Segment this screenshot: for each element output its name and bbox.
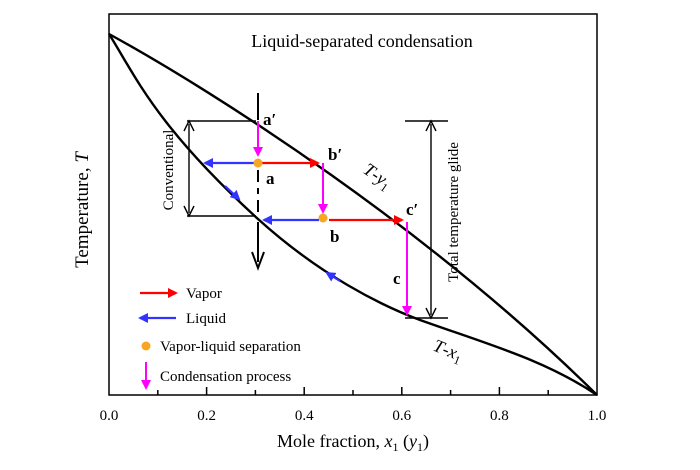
x-ticks (157, 387, 549, 395)
plot-frame (108, 13, 598, 396)
x-tick-label: 0.0 (100, 408, 119, 424)
legend: Vapor Liquid Vapor-liquid separation Con… (138, 286, 301, 390)
conventional-bracket (183, 119, 256, 218)
legend-liquid-label: Liquid (186, 311, 226, 327)
x-tick-label: 0.6 (392, 408, 411, 424)
dew-curve (108, 32, 598, 396)
x-tick-label: 0.4 (295, 408, 314, 424)
legend-vapor-label: Vapor (186, 286, 222, 302)
y-axis-label: Temperature, T (72, 151, 93, 268)
separation-point-b (318, 213, 328, 223)
x-tick-label: 1.0 (588, 408, 607, 424)
point-label-a: a (266, 169, 275, 188)
point-label-b: b (330, 227, 339, 246)
point-label-c-prime: c′ (406, 200, 418, 219)
diagram-title: Liquid-separated condensation (251, 31, 472, 51)
legend-separation-swatch (141, 341, 151, 351)
dew-curve-label: T-y1 (358, 159, 396, 195)
point-label-b-prime: b′ (328, 145, 342, 164)
total-glide-label: Total temperature glide (446, 142, 462, 282)
x-axis-label: Mole fraction, x1 (y1) (277, 431, 429, 454)
conventional-process-line (251, 93, 265, 271)
separation-point-a (253, 158, 263, 168)
point-label-a-prime: a′ (263, 110, 276, 129)
x-tick-label: 0.2 (197, 408, 216, 424)
legend-condensation-label: Condensation process (160, 369, 291, 385)
x-tick-label: 0.8 (490, 408, 509, 424)
point-label-c: c (393, 269, 401, 288)
liquid-curve-arrow-2 (325, 271, 341, 282)
liquid-curve-arrow-1 (224, 185, 241, 201)
bubble-curve-label: T-x1 (429, 335, 465, 368)
conventional-label: Conventional (161, 130, 177, 211)
total-glide-bracket (405, 119, 448, 320)
legend-separation-label: Vapor-liquid separation (160, 339, 301, 355)
